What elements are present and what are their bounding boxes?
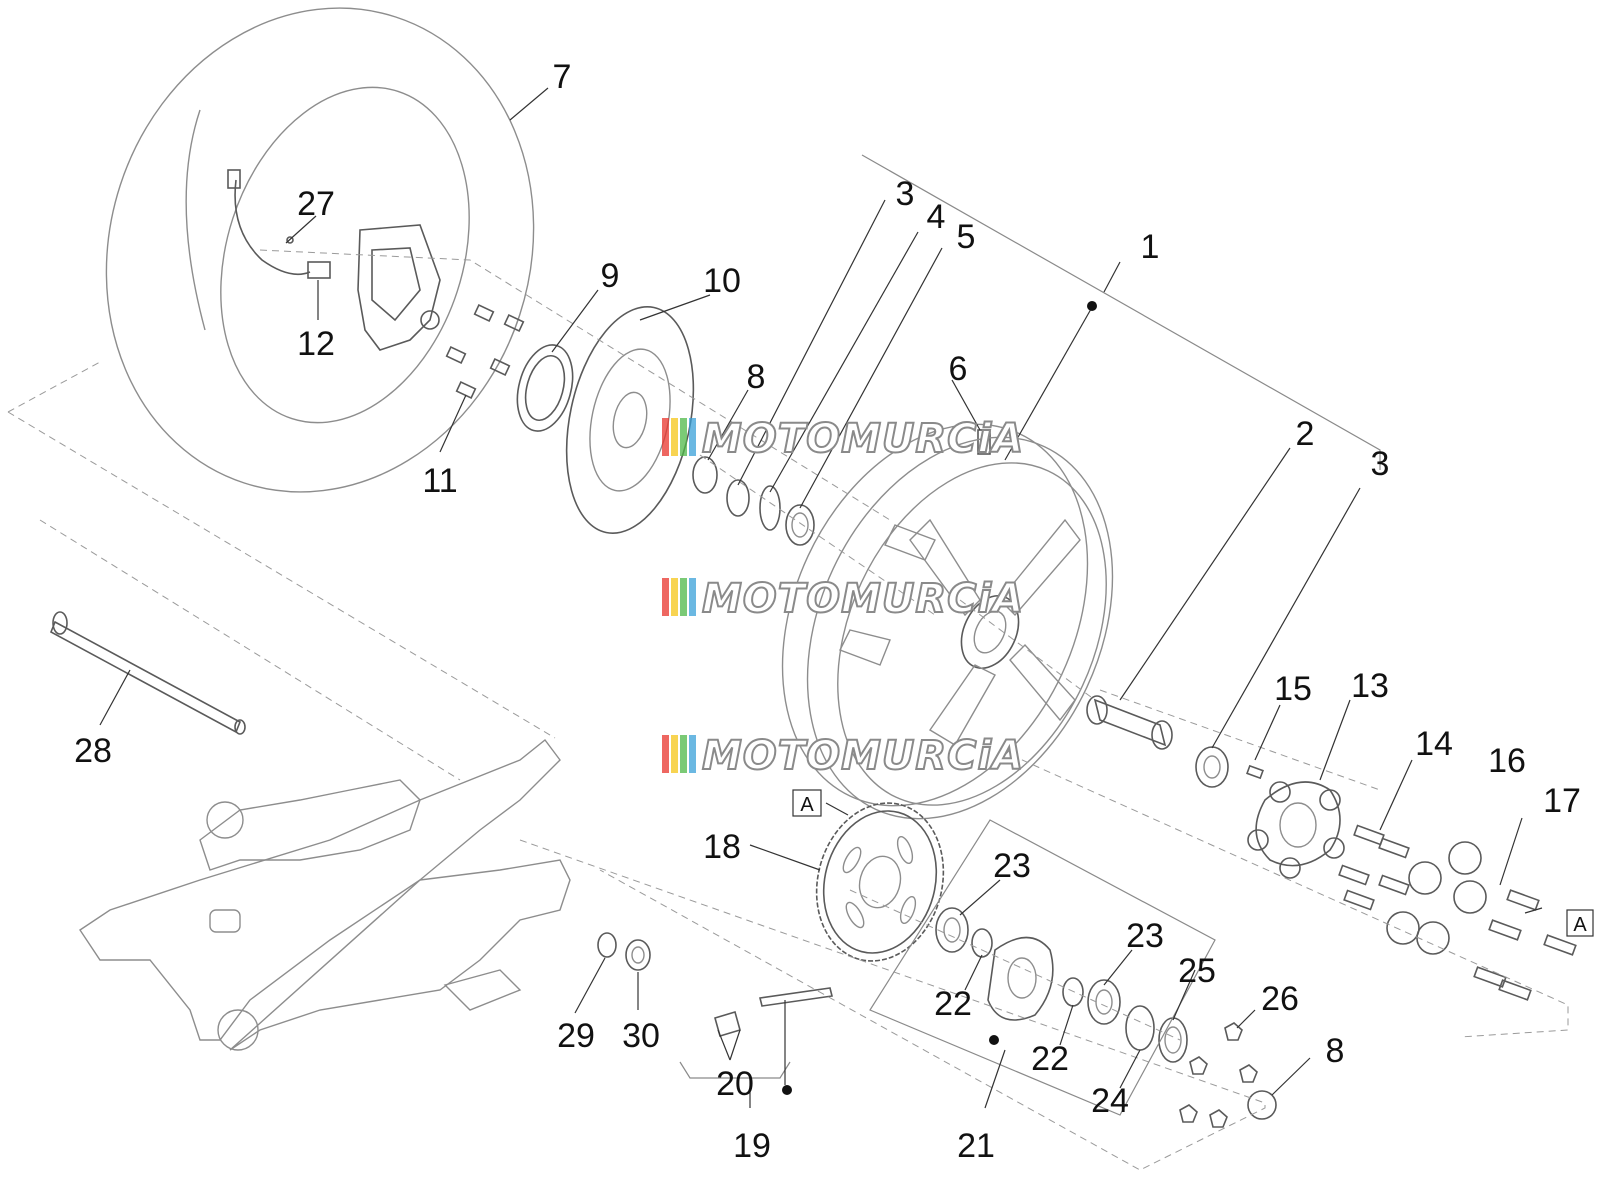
sprocket-carrier [935, 907, 1277, 1128]
callout-21: 21 [957, 1127, 995, 1165]
ref-box-a-studs: A [1566, 909, 1594, 937]
watermark-text: MOTOMURCiA [702, 576, 1024, 622]
watermark-instance: MOTOMURCiA [662, 575, 1024, 623]
hub-bearings-left [692, 456, 815, 546]
callout-18: 18 [703, 828, 741, 866]
leader-lines [99, 87, 1543, 1109]
watermark-stripe [671, 578, 678, 616]
watermark-stripe [689, 735, 696, 773]
axle-spacer [1086, 695, 1229, 788]
callout-6: 6 [949, 350, 968, 388]
callout-29: 29 [557, 1017, 595, 1055]
callout-23-right: 23 [1126, 917, 1164, 955]
watermark-stripe [689, 418, 696, 456]
assembly-outline-lines [7, 154, 1569, 1171]
watermark-stripe [662, 418, 669, 456]
ref-label-a2: A [1573, 914, 1587, 936]
axle [49, 611, 246, 735]
watermark-stripe [680, 418, 687, 456]
watermark-stripe [662, 735, 669, 773]
callout-2: 2 [1296, 415, 1315, 453]
watermark: MOTOMURCiA MOTOMURCiA MOTOMURCiA [662, 415, 1024, 780]
watermark-text: MOTOMURCiA [702, 416, 1024, 462]
ref-label-a1: A [800, 794, 814, 816]
watermark-stripe [689, 578, 696, 616]
callout-28: 28 [74, 732, 112, 770]
callout-15: 15 [1274, 670, 1312, 708]
callout-30: 30 [622, 1017, 660, 1055]
abs-tone-ring [516, 344, 574, 432]
valve [977, 429, 991, 455]
callout-24: 24 [1091, 1082, 1129, 1120]
watermark-instance: MOTOMURCiA [662, 732, 1024, 780]
cush-drive-hub [1246, 764, 1345, 879]
brake-caliper [357, 224, 441, 351]
sprocket [815, 802, 945, 962]
callout-26: 26 [1261, 980, 1299, 1018]
callout-10: 10 [703, 262, 741, 300]
swingarm [79, 739, 571, 1051]
callout-5: 5 [957, 218, 976, 256]
callout-22-right: 22 [1031, 1040, 1069, 1078]
watermark-stripe [680, 578, 687, 616]
caliper-bolts [445, 304, 525, 399]
callout-17: 17 [1543, 782, 1581, 820]
abs-sensor [227, 169, 331, 279]
cush-rubbers-studs [1338, 824, 1577, 1001]
assembly-dots [782, 301, 1097, 1095]
callout-16: 16 [1488, 742, 1526, 780]
callout-14: 14 [1415, 725, 1453, 763]
watermark-stripe [671, 735, 678, 773]
callout-27: 27 [297, 185, 335, 223]
callout-3-lower: 3 [1371, 445, 1390, 483]
watermark-stripe [662, 578, 669, 616]
callout-22-left: 22 [934, 985, 972, 1023]
swingarm-bushings [597, 932, 651, 971]
callout-12: 12 [297, 325, 335, 363]
tire [105, 7, 535, 493]
watermark-instance: MOTOMURCiA [662, 415, 1024, 463]
chain [714, 987, 833, 1038]
callout-7: 7 [553, 58, 572, 96]
callout-11: 11 [422, 462, 457, 500]
callout-9: 9 [601, 257, 620, 295]
watermark-stripe [680, 735, 687, 773]
callout-19: 19 [733, 1127, 771, 1165]
ref-box-a-sprocket: A [792, 789, 822, 817]
watermark-text: MOTOMURCiA [702, 733, 1024, 779]
callout-4: 4 [927, 198, 946, 236]
callout-8-lower: 8 [1326, 1032, 1345, 1070]
callout-23-left: 23 [993, 847, 1031, 885]
callout-13: 13 [1351, 667, 1389, 705]
callout-8-upper: 8 [747, 358, 766, 396]
callout-25: 25 [1178, 952, 1216, 990]
watermark-stripe [671, 418, 678, 456]
callout-20: 20 [716, 1065, 754, 1103]
callout-3-upper: 3 [896, 175, 915, 213]
callout-1: 1 [1141, 228, 1160, 266]
callout-numbers: 7 27 12 9 10 3 4 5 1 8 6 11 2 3 15 13 28… [74, 58, 1581, 1165]
brake-disc [565, 306, 695, 534]
